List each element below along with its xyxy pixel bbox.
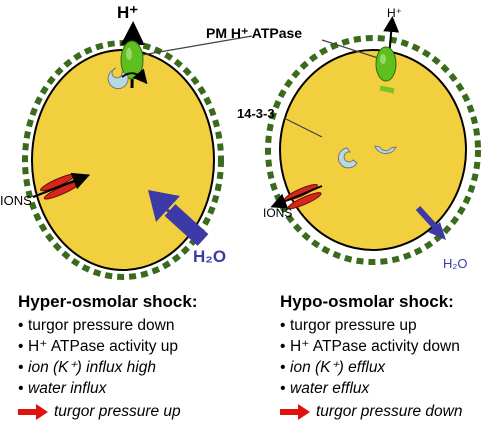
result-item: turgor pressure down [280, 401, 462, 422]
right-proton-label: H⁺ [387, 6, 402, 20]
right-14-3-3-icon-a [337, 147, 358, 169]
list-item: •turgor pressure up [280, 317, 417, 334]
left-water-label: H₂O [193, 247, 226, 266]
right-water-label: H₂O [443, 256, 468, 271]
right-14-3-3-icon-b [374, 145, 397, 155]
left-proton-label: H⁺ [117, 3, 138, 22]
right-cell [265, 35, 481, 265]
pump-callout-left [141, 35, 253, 56]
protein-callout [283, 117, 323, 138]
right-cell-body [279, 49, 467, 251]
list-item: •H⁺ ATPase activity up [18, 338, 179, 355]
list-item: •ion (K⁺) efflux [280, 359, 386, 376]
right-water-arrow [415, 205, 446, 240]
osmotic-shock-diagram: H⁺ H⁺ PM H⁺ ATPase 14-3-3 IONS IONS H₂O [0, 3, 481, 280]
left-binding-arrow [121, 68, 148, 85]
hypo-osmolar-panel: Hypo-osmolar shock: •turgor pressure up … [280, 291, 462, 422]
left-ion-arrow [32, 172, 91, 199]
list-item: •water efflux [280, 380, 370, 397]
list-item: •H⁺ ATPase activity down [280, 338, 460, 355]
protein-14-3-3-label: 14-3-3 [237, 106, 275, 121]
red-arrow-icon [18, 403, 48, 420]
result-item: turgor pressure up [18, 401, 198, 422]
left-14-3-3-icon [107, 67, 129, 90]
left-water-arrow [148, 190, 209, 246]
right-ion-arrow [270, 185, 323, 209]
hypo-osmolar-title: Hypo-osmolar shock: [280, 292, 454, 311]
hyper-osmolar-panel: Hyper-osmolar shock: •turgor pressure do… [18, 291, 198, 422]
pump-label: PM H⁺ ATPase [206, 25, 302, 41]
list-item: •water influx [18, 380, 107, 397]
right-h-atpase-pump [375, 16, 400, 94]
hyper-osmolar-title: Hyper-osmolar shock: [18, 292, 198, 311]
right-ions-label: IONS [263, 206, 292, 220]
list-item: •ion (K⁺) influx high [18, 359, 156, 376]
left-ions-label: IONS [0, 193, 32, 208]
list-item: •turgor pressure down [18, 317, 175, 334]
red-arrow-icon [280, 403, 310, 420]
right-cell-wall [265, 35, 481, 265]
pump-callout-right [321, 39, 379, 59]
